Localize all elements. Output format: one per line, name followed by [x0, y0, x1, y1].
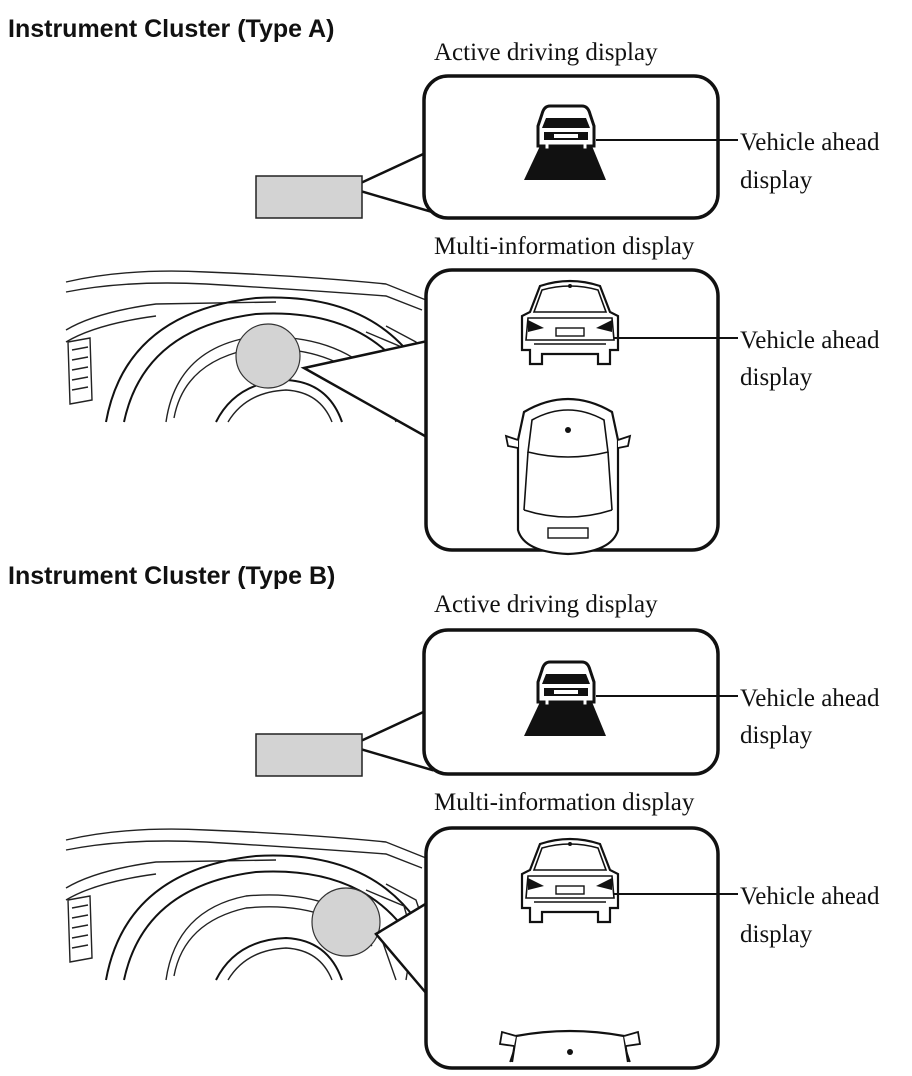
vehicle-ahead-label-line2: display	[740, 364, 813, 391]
section-type-a: Instrument Cluster (Type A) Active drivi…	[8, 15, 880, 556]
multi-display-label: Multi-information display	[434, 789, 695, 816]
vehicle-ahead-label: Vehicle ahead	[740, 883, 880, 910]
multi-display-callout	[300, 338, 434, 443]
road-icon	[524, 146, 606, 180]
car-rear-icon	[520, 837, 620, 924]
car-rear-icon	[536, 660, 596, 708]
section-heading: Instrument Cluster (Type A)	[8, 15, 334, 43]
multi-display-label: Multi-information display	[434, 233, 695, 260]
section-heading: Instrument Cluster (Type B)	[8, 562, 335, 590]
vehicle-ahead-label: Vehicle ahead	[740, 327, 880, 354]
vehicle-ahead-label-line2: display	[740, 722, 813, 749]
vehicle-ahead-label-line2: display	[740, 167, 813, 194]
vehicle-ahead-label: Vehicle ahead	[740, 129, 880, 156]
multi-display-location	[235, 323, 301, 389]
car-top-icon	[504, 397, 632, 556]
road-icon	[524, 702, 606, 736]
vehicle-ahead-label-line2: display	[740, 921, 813, 948]
multi-display-frame	[424, 826, 720, 1070]
multi-display-location	[311, 887, 381, 957]
dashboard-icon	[65, 828, 437, 981]
vehicle-ahead-label: Vehicle ahead	[740, 685, 880, 712]
section-type-b: Instrument Cluster (Type B) Active drivi…	[8, 562, 880, 1070]
car-rear-icon	[536, 104, 596, 152]
active-display-label: Active driving display	[434, 591, 658, 618]
active-display-location	[255, 733, 363, 777]
car-rear-icon	[520, 279, 620, 366]
active-display-location	[255, 175, 363, 219]
car-top-icon	[498, 1029, 642, 1063]
active-display-label: Active driving display	[434, 39, 658, 66]
multi-display-callout	[374, 897, 434, 1004]
